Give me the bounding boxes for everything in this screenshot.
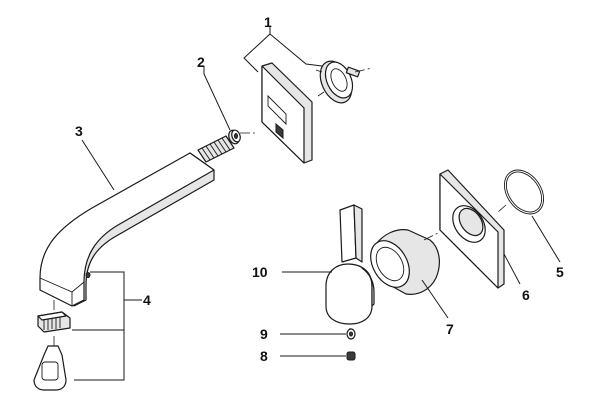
callout-1: 1 — [264, 14, 272, 30]
leader-lines — [72, 26, 561, 381]
part-5-o-ring — [497, 169, 545, 215]
part-9-set-screw — [346, 328, 356, 340]
part-3-spout — [39, 135, 235, 307]
spout-thread — [197, 135, 235, 163]
callout-10: 10 — [252, 264, 268, 280]
part-4-aerator-key — [33, 336, 67, 391]
callout-9: 9 — [260, 326, 268, 342]
callout-labels: 1 2 3 4 5 6 7 8 9 10 — [75, 14, 564, 364]
part-7-sleeve — [370, 229, 441, 295]
part-8-grub-screw — [346, 351, 356, 361]
part-10-lever — [325, 204, 375, 340]
part-4-aerator — [37, 300, 71, 333]
part-2-nut — [228, 129, 241, 145]
part-1-valve-body — [315, 60, 373, 104]
callout-2: 2 — [197, 54, 205, 70]
part-1-wall-plate — [240, 62, 313, 164]
callout-6: 6 — [522, 287, 530, 303]
callout-5: 5 — [556, 264, 564, 280]
callout-3: 3 — [75, 123, 83, 139]
callout-7: 7 — [446, 321, 454, 337]
callout-4: 4 — [143, 292, 151, 308]
part-6-escutcheon — [439, 169, 505, 289]
callout-8: 8 — [260, 348, 268, 364]
